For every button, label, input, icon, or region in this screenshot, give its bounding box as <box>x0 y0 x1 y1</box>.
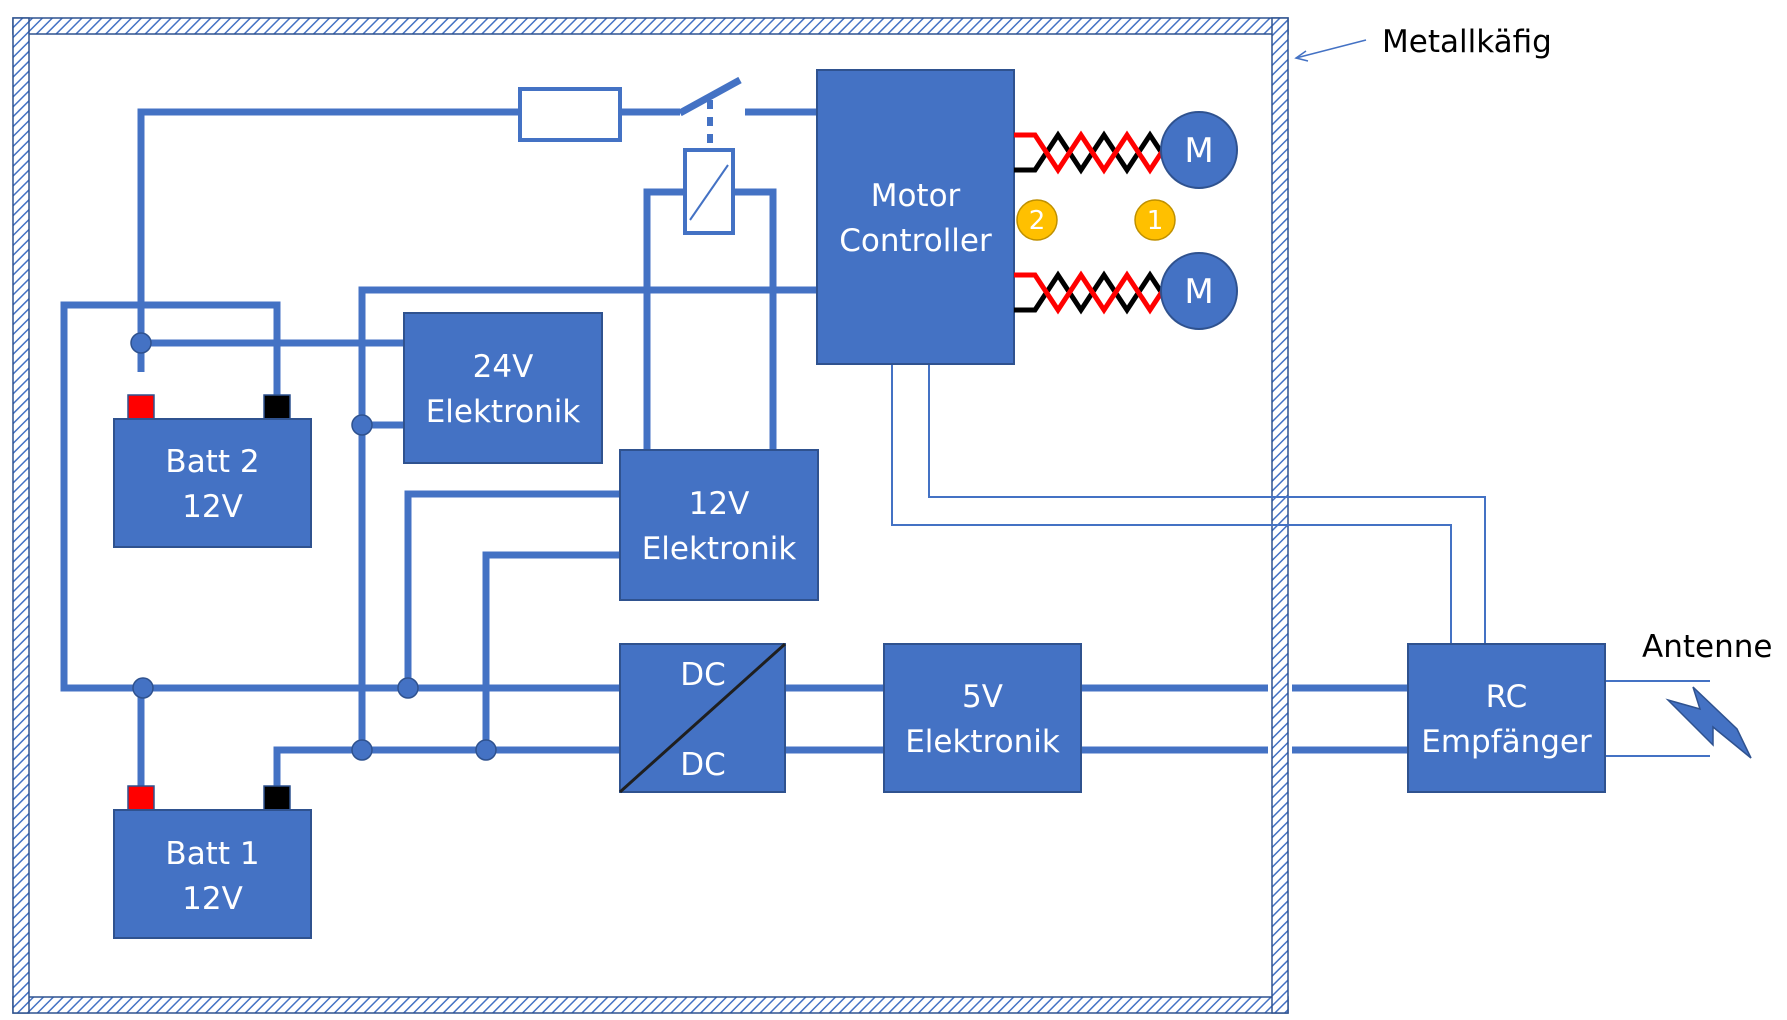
battery-1-label-2: 12V <box>182 881 243 917</box>
rc-receiver-block: RC Empfänger <box>1407 643 1606 793</box>
battery-2-positive-terminal <box>127 394 155 420</box>
motor-bottom: M <box>1160 252 1238 330</box>
elektronik-5v-label-1: 5V <box>962 679 1003 715</box>
junction-dot <box>132 677 154 699</box>
rc-receiver-label-2: Empfänger <box>1421 724 1592 760</box>
battery-2-negative-terminal <box>263 394 291 420</box>
elektronik-24v-block: 24V Elektronik <box>403 312 603 464</box>
battery-2-label-1: Batt 2 <box>165 444 259 480</box>
power-wires <box>60 108 1408 786</box>
battery-1-positive-terminal <box>127 785 155 811</box>
battery-2-label-2: 12V <box>182 489 243 525</box>
cage-label-arrow <box>1294 39 1367 62</box>
elektronik-5v-label-2: Elektronik <box>905 724 1060 760</box>
marker-1: 1 <box>1134 199 1176 241</box>
antenna-label: Antenne <box>1642 629 1772 665</box>
motor-bottom-label: M <box>1184 272 1213 312</box>
dcdc-top-label: DC <box>680 657 726 693</box>
elektronik-5v-block: 5V Elektronik <box>883 643 1082 793</box>
dcdc-bottom-label: DC <box>680 747 726 783</box>
marker-2: 2 <box>1016 199 1058 241</box>
junction-dot <box>475 739 497 761</box>
motor-controller-block: Motor Controller <box>816 69 1015 365</box>
elektronik-24v-label-2: Elektronik <box>426 394 581 430</box>
motor-top-label: M <box>1184 131 1213 171</box>
rc-receiver-label-1: RC <box>1486 679 1528 715</box>
motor-controller-label-2: Controller <box>839 223 992 259</box>
elektronik-12v-label-2: Elektronik <box>642 531 797 567</box>
motor-top: M <box>1160 111 1238 189</box>
elektronik-12v-block: 12V Elektronik <box>619 449 819 601</box>
fuse <box>518 87 622 142</box>
lightning-bolt-icon <box>1665 686 1752 759</box>
motor-controller-label-1: Motor <box>871 178 961 214</box>
elektronik-24v-label-1: 24V <box>473 349 534 385</box>
wire-junctions <box>130 332 497 761</box>
junction-dot <box>130 332 152 354</box>
elektronik-12v-label-1: 12V <box>689 486 750 522</box>
signal-wires <box>891 364 1710 757</box>
junction-dot <box>351 414 373 436</box>
marker-1-label: 1 <box>1147 206 1164 236</box>
battery-1-negative-terminal <box>263 785 291 811</box>
battery-2: Batt 2 12V <box>113 394 312 548</box>
relay-switch <box>678 76 742 150</box>
metal-cage <box>12 17 1289 1014</box>
battery-1-label-1: Batt 1 <box>165 836 259 872</box>
junction-dot <box>351 739 373 761</box>
relay-coil <box>683 148 735 235</box>
battery-1: Batt 1 12V <box>113 785 312 939</box>
marker-2-label: 2 <box>1029 206 1046 236</box>
cage-label: Metallkäfig <box>1382 24 1552 60</box>
dcdc-converter-block: DC DC <box>618 642 787 794</box>
junction-dot <box>397 677 419 699</box>
